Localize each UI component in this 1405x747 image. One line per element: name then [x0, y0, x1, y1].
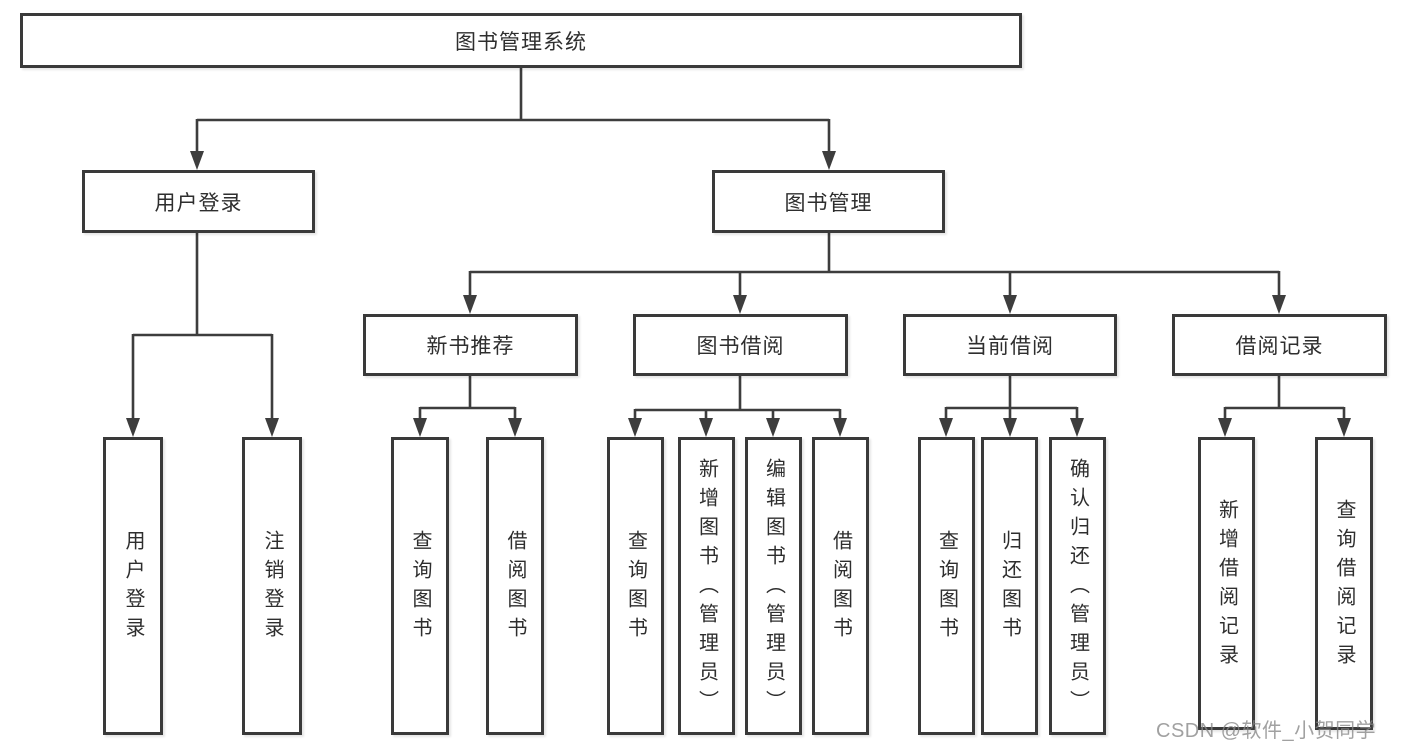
leaf-record-query-record: 查询借阅记录	[1315, 437, 1373, 730]
leaf-record-add-record-label: 新增借阅记录	[1215, 498, 1238, 673]
arrowheads	[126, 151, 1351, 437]
node-book-management-branch: 图书管理	[712, 170, 945, 233]
leaf-current-return-book: 归还图书	[981, 437, 1038, 735]
leaf-borrow-borrow-book-label: 借阅图书	[829, 530, 852, 646]
node-current-borrow-label: 当前借阅	[966, 335, 1054, 358]
node-current-borrow: 当前借阅	[903, 314, 1117, 376]
leaf-borrow-edit-book-admin-label: 编辑图书（管理员）	[762, 457, 785, 719]
node-new-book-recommend-label: 新书推荐	[426, 335, 515, 358]
leaf-recommend-query-book: 查询图书	[391, 437, 449, 735]
leaf-borrow-query-book-label: 查询图书	[624, 530, 647, 646]
node-borrow-record-label: 借阅记录	[1235, 335, 1324, 358]
leaf-record-query-record-label: 查询借阅记录	[1333, 498, 1355, 673]
leaf-recommend-query-book-label: 查询图书	[409, 530, 431, 646]
leaf-borrow-add-book-admin: 新增图书（管理员）	[678, 437, 735, 735]
leaf-logout: 注销登录	[242, 437, 302, 735]
leaf-recommend-borrow-book: 借阅图书	[486, 437, 544, 735]
leaf-borrow-add-book-admin-label: 新增图书（管理员）	[695, 457, 718, 719]
leaf-record-add-record: 新增借阅记录	[1198, 437, 1255, 730]
watermark: CSDN @软件_小贺同学	[1156, 720, 1377, 742]
node-root-label: 图书管理系统	[455, 30, 587, 54]
leaf-current-confirm-return-admin-label: 确认归还（管理员）	[1066, 457, 1089, 719]
leaf-user-login-label: 用户登录	[122, 530, 144, 646]
leaf-current-return-book-label: 归还图书	[998, 530, 1021, 646]
node-root: 图书管理系统	[20, 13, 1022, 68]
node-user-login-branch-label: 用户登录	[154, 191, 243, 215]
leaf-recommend-borrow-book-label: 借阅图书	[504, 530, 526, 646]
node-book-management-branch-label: 图书管理	[784, 191, 873, 215]
node-new-book-recommend: 新书推荐	[363, 314, 578, 376]
node-borrow-record: 借阅记录	[1172, 314, 1387, 376]
leaf-borrow-borrow-book: 借阅图书	[812, 437, 869, 735]
leaf-current-query-book: 查询图书	[918, 437, 975, 735]
leaf-current-confirm-return-admin: 确认归还（管理员）	[1049, 437, 1106, 735]
node-user-login-branch: 用户登录	[82, 170, 315, 233]
leaf-current-query-book-label: 查询图书	[935, 530, 958, 646]
node-book-borrow: 图书借阅	[633, 314, 848, 376]
leaf-user-login: 用户登录	[103, 437, 163, 735]
leaf-borrow-query-book: 查询图书	[607, 437, 664, 735]
leaf-logout-label: 注销登录	[261, 530, 283, 646]
node-book-borrow-label: 图书借阅	[696, 335, 785, 358]
connector-lines	[131, 68, 1346, 422]
leaf-borrow-edit-book-admin: 编辑图书（管理员）	[745, 437, 802, 735]
